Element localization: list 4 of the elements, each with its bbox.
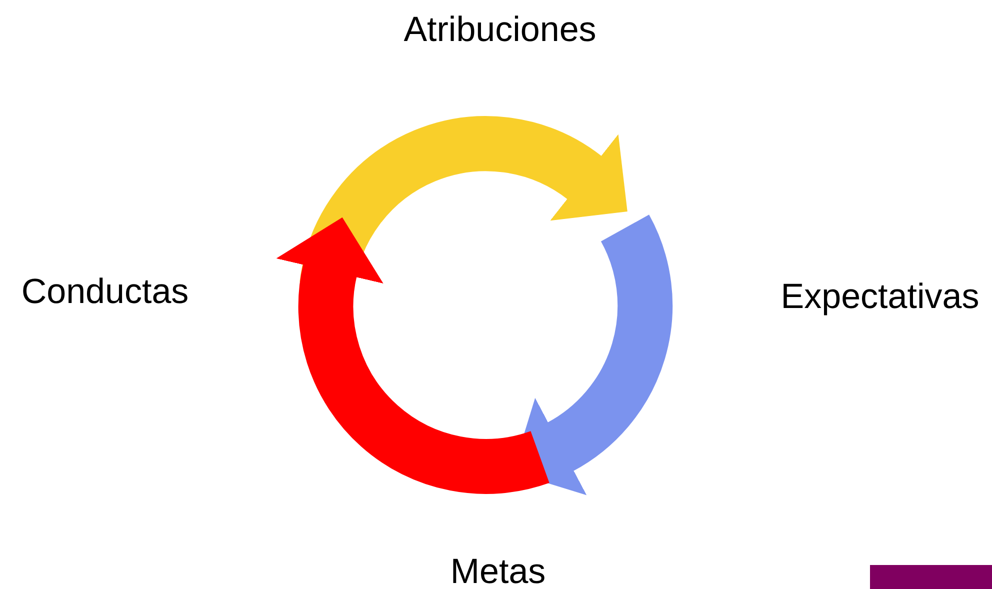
- cycle-stage-label: Metas: [450, 552, 546, 589]
- cycle-stage-label: Conductas: [21, 272, 189, 312]
- cycle-stage-label: Expectativas: [780, 277, 980, 317]
- cycle-stage-label: Atribuciones: [404, 10, 596, 50]
